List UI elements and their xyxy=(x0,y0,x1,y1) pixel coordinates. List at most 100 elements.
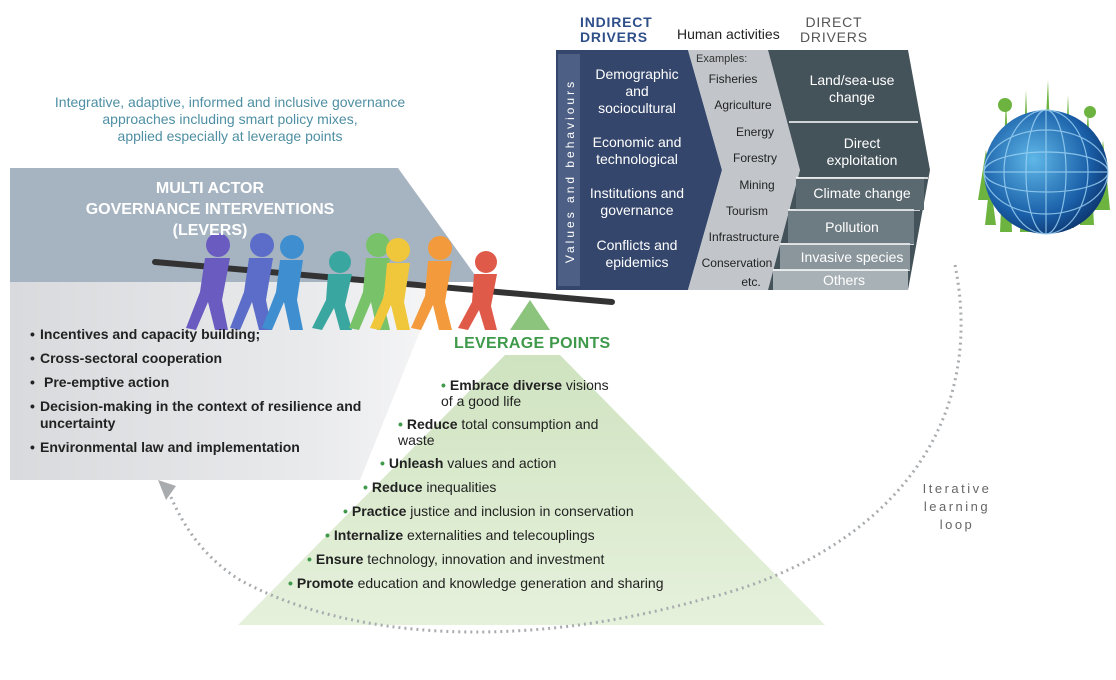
lever-item: Pre-emptive action xyxy=(28,374,368,391)
leverage-point-item: •Promote education and knowledge generat… xyxy=(288,575,664,591)
direct-driver-line: exploitation xyxy=(826,152,898,168)
governance-intro-line: approaches including smart policy mixes, xyxy=(102,111,358,127)
multi-actor-title-line: MULTI ACTOR xyxy=(155,180,265,197)
direct-driver-line: Direct xyxy=(843,135,881,151)
values-behaviours-text: Values and behaviours xyxy=(563,78,577,264)
leverage-point-item: •Internalize externalities and telecoupl… xyxy=(325,527,595,543)
earth-globe-icon xyxy=(978,80,1110,235)
leverage-point-keyword: Internalize xyxy=(333,527,404,543)
lever-item: Cross-sectoral cooperation xyxy=(28,350,368,367)
human-activity-item: Mining xyxy=(739,178,775,192)
indirect-driver-item: Economic and technological xyxy=(582,134,692,168)
leverage-point-text: externalities and telecouplings xyxy=(403,527,595,543)
human-activity-item: etc. xyxy=(741,275,761,289)
indirect-drivers-header-line: DRIVERS xyxy=(580,29,648,45)
iterative-loop-line: loop xyxy=(939,517,975,532)
leverage-point-text: technology, innovation and investment xyxy=(363,551,605,567)
multi-actor-title: MULTI ACTOR GOVERNANCE INTERVENTIONS (LE… xyxy=(60,178,360,241)
examples-label: Examples: xyxy=(696,53,748,65)
direct-driver-item: Others xyxy=(782,272,906,289)
multi-actor-banner xyxy=(10,168,480,282)
lever-item: Environmental law and implementation xyxy=(28,439,368,456)
multi-actor-title-line: (LEVERS) xyxy=(172,222,248,239)
governance-intro-line: applied especially at leverage points xyxy=(117,128,343,144)
iterative-loop-line: Iterative xyxy=(922,481,992,496)
indirect-driver-line: Economic and xyxy=(592,134,682,150)
direct-driver-item: Direct exploitation xyxy=(800,135,924,169)
fulcrum-triangle xyxy=(510,300,550,330)
tug-of-war-figures xyxy=(186,233,497,330)
leverage-point-text: visions xyxy=(561,377,609,393)
direct-driver-line: Climate change xyxy=(813,185,911,201)
human-activity-item: Fisheries xyxy=(708,72,758,86)
levers-list: Incentives and capacity building; Cross-… xyxy=(28,326,368,463)
direct-drivers-header-line: DRIVERS xyxy=(800,29,868,45)
indirect-driver-line: epidemics xyxy=(605,254,669,270)
leverage-point-item: •Ensure technology, innovation and inves… xyxy=(307,551,605,567)
indirect-drivers-header-line: INDIRECT xyxy=(580,14,653,30)
governance-intro-text: Integrative, adaptive, informed and incl… xyxy=(20,94,440,145)
loop-arrowhead xyxy=(158,480,176,500)
lever-item: Decision-making in the context of resili… xyxy=(28,398,368,432)
indirect-driver-item: Demographic and sociocultural xyxy=(582,66,692,117)
human-activity-item: Tourism xyxy=(725,204,768,218)
leverage-point-text: of a good life xyxy=(441,393,522,409)
human-activity-item: Conservation xyxy=(701,256,773,270)
iterative-learning-loop-label: Iterative learning loop xyxy=(912,480,1002,534)
leverage-point-keyword: Practice xyxy=(351,503,407,519)
leverage-point-text: education and knowledge generation and s… xyxy=(353,575,664,591)
leverage-point-item: •Reduce total consumption and waste xyxy=(398,416,599,448)
iterative-loop-line: learning xyxy=(923,499,991,514)
human-activities-block xyxy=(688,50,800,290)
direct-drivers-header-line: DIRECT xyxy=(805,14,863,30)
leverage-point-keyword: Reduce xyxy=(406,416,458,432)
direct-driver-line: change xyxy=(829,89,875,105)
leverage-point-item: •Reduce inequalities xyxy=(363,479,497,495)
leverage-point-text: total consumption and xyxy=(457,416,599,432)
indirect-drivers-header: INDIRECT DRIVERS xyxy=(580,15,653,45)
governance-intro-line: Integrative, adaptive, informed and incl… xyxy=(54,94,406,110)
leverage-point-text: waste xyxy=(398,432,435,448)
leverage-point-keyword: Reduce xyxy=(371,479,423,495)
direct-driver-item: Land/sea-use change xyxy=(790,72,914,106)
lever-item: Incentives and capacity building; xyxy=(28,326,368,343)
human-activity-item: Infrastructure xyxy=(708,230,780,244)
indirect-driver-line: Demographic xyxy=(595,66,679,82)
human-activities-header: Human activities xyxy=(677,26,780,42)
values-behaviours-strip xyxy=(558,54,580,286)
indirect-driver-item: Conflicts and epidemics xyxy=(582,237,692,271)
human-activity-item: Forestry xyxy=(732,151,777,165)
leverage-point-keyword: Unleash xyxy=(388,455,444,471)
direct-driver-line: Pollution xyxy=(825,219,879,235)
human-activity-item: Agriculture xyxy=(714,98,772,112)
values-behaviours-label: Values and behaviours xyxy=(561,58,579,284)
direct-driver-item: Invasive species xyxy=(786,249,918,266)
leverage-point-keyword: Promote xyxy=(296,575,354,591)
indirect-driver-line: and xyxy=(625,83,649,99)
leverage-point-keyword: Embrace diverse xyxy=(449,377,562,393)
human-activity-item: Energy xyxy=(735,125,775,139)
leverage-point-text: justice and inclusion in conservation xyxy=(406,503,634,519)
direct-driver-line: Invasive species xyxy=(800,249,904,265)
direct-drivers-header: DIRECT DRIVERS xyxy=(800,15,868,45)
indirect-driver-item: Institutions and governance xyxy=(582,185,692,219)
leverage-point-keyword: Ensure xyxy=(315,551,364,567)
indirect-driver-line: governance xyxy=(600,202,674,218)
leverage-point-text: values and action xyxy=(443,455,557,471)
leverage-point-item: •Unleash values and action xyxy=(380,455,557,471)
indirect-driver-line: sociocultural xyxy=(598,100,676,116)
direct-driver-item: Pollution xyxy=(790,219,914,236)
multi-actor-title-line: GOVERNANCE INTERVENTIONS xyxy=(85,201,335,218)
leverage-point-text: inequalities xyxy=(422,479,497,495)
indirect-drivers-block xyxy=(556,50,722,290)
indirect-driver-line: technological xyxy=(596,151,678,167)
direct-driver-item: Climate change xyxy=(800,185,924,202)
leverage-pyramid xyxy=(238,355,825,625)
direct-driver-line: Others xyxy=(822,272,865,288)
leverage-points-title: LEVERAGE POINTS xyxy=(454,335,611,352)
direct-driver-line: Land/sea-use xyxy=(809,72,895,88)
leverage-point-item: •Practice justice and inclusion in conse… xyxy=(343,503,634,519)
leverage-point-item: •Embrace diverse visions of a good life xyxy=(441,377,609,409)
indirect-driver-line: Conflicts and xyxy=(596,237,678,253)
indirect-driver-line: Institutions and xyxy=(589,185,685,201)
